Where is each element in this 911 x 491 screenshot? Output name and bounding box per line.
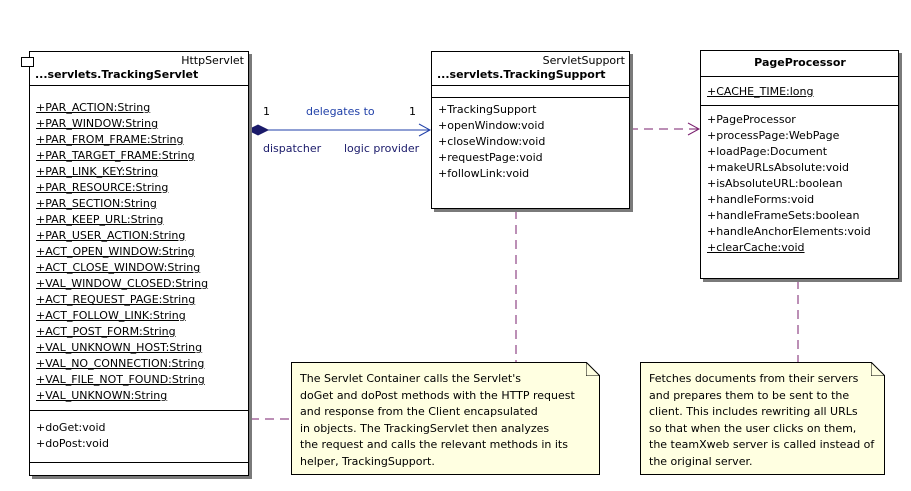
operation: +isAbsoluteURL:boolean: [707, 177, 843, 190]
note-line: the original server.: [649, 454, 753, 468]
attribute: +ACT_FOLLOW_LINK:String: [36, 309, 186, 322]
multiplicity-left: 1: [263, 105, 270, 118]
attribute: +PAR_LINK_KEY:String: [36, 165, 159, 178]
operation: +handleFrameSets:boolean: [707, 209, 860, 222]
operations-section: +doGet:void +doPost:void: [30, 410, 248, 462]
attribute: +PAR_FROM_FRAME:String: [36, 133, 184, 146]
composition-diamond: [246, 124, 270, 136]
class-tracking-servlet[interactable]: HttpServlet ...servlets.TrackingServlet …: [21, 51, 249, 476]
class-page-processor[interactable]: PageProcessor +CACHE_TIME:long +PageProc…: [700, 50, 899, 279]
operation: +requestPage:void: [438, 151, 543, 164]
attribute: +VAL_WINDOW_CLOSED:String: [36, 277, 209, 290]
package-tab-icon: [21, 57, 34, 67]
operation: +handleForms:void: [707, 193, 815, 206]
attributes-section: +PAR_ACTION:String +PAR_WINDOW:String +P…: [30, 85, 248, 410]
empty-section: [30, 462, 248, 463]
note-page-processor[interactable]: Fetches documents from their servers and…: [640, 362, 885, 475]
note-line: the teamXweb server is called instead of: [649, 438, 875, 451]
attribute: +PAR_TARGET_FRAME:String: [36, 149, 195, 162]
role-logic-provider: logic provider: [344, 142, 420, 155]
operation: +loadPage:Document: [707, 145, 828, 158]
attribute: +PAR_USER_ACTION:String: [36, 229, 186, 242]
operation: +closeWindow:void: [438, 135, 546, 148]
class-name: ...servlets.TrackingSupport: [437, 68, 606, 81]
attribute: +ACT_POST_FORM:String: [36, 325, 176, 338]
note-line: helper, TrackingSupport.: [300, 454, 435, 468]
attribute: +PAR_ACTION:String: [36, 101, 151, 114]
attribute: +PAR_WINDOW:String: [36, 117, 159, 130]
dependency-arrow: [687, 122, 701, 136]
note-line: the request and calls the relevant metho…: [300, 438, 568, 451]
note-line: Fetches documents from their servers: [649, 372, 859, 385]
operations-section: +TrackingSupport +openWindow:void +close…: [432, 97, 629, 188]
operation: +openWindow:void: [438, 119, 545, 132]
attribute: +VAL_FILE_NOT_FOUND:String: [36, 373, 205, 386]
operations-section: +PageProcessor +processPage:WebPage +loa…: [701, 105, 898, 262]
operation: +TrackingSupport: [438, 103, 537, 116]
attribute: +PAR_RESOURCE:String: [36, 181, 169, 194]
operation: +doPost:void: [36, 437, 109, 450]
note-line: in objects. The TrackingServlet then ana…: [300, 421, 550, 435]
note-line: doGet and doPost methods with the HTTP r…: [300, 388, 575, 402]
operation: +doGet:void: [36, 421, 106, 434]
note-servlet-container[interactable]: The Servlet Container calls the Servlet'…: [291, 362, 600, 475]
note-line: and response from the Client encapsulate…: [300, 405, 538, 418]
navigability-arrow: [418, 123, 432, 137]
class-tracking-support[interactable]: ServletSupport ...servlets.TrackingSuppo…: [431, 51, 630, 209]
operation: +clearCache:void: [707, 241, 805, 254]
attribute: +CACHE_TIME:long: [707, 85, 814, 98]
operation: +processPage:WebPage: [707, 129, 840, 142]
role-dispatcher: dispatcher: [263, 142, 322, 155]
note-line: client. This includes rewriting all URLs: [649, 405, 858, 418]
class-name: ...servlets.TrackingServlet: [35, 68, 199, 81]
class-stereotype: ServletSupport: [542, 54, 625, 67]
note-corner-fold: [586, 362, 600, 376]
attribute: +PAR_KEEP_URL:String: [36, 213, 164, 226]
class-stereotype: HttpServlet: [181, 54, 244, 67]
attribute: +VAL_UNKNOWN:String: [36, 389, 168, 402]
note-corner-fold: [871, 362, 885, 376]
attributes-section: +CACHE_TIME:long: [701, 76, 898, 105]
attribute: +ACT_OPEN_WINDOW:String: [36, 245, 195, 258]
note-line: so that when the user clicks on them,: [649, 421, 857, 435]
attribute: +ACT_REQUEST_PAGE:String: [36, 293, 196, 306]
note-line: and prepares them to be sent to the: [649, 388, 850, 402]
note-line: The Servlet Container calls the Servlet'…: [300, 372, 521, 385]
attribute: +PAR_SECTION:String: [36, 197, 157, 210]
operation: +handleAnchorElements:void: [707, 225, 871, 238]
operation: +followLink:void: [438, 167, 530, 180]
attribute: +VAL_UNKNOWN_HOST:String: [36, 341, 203, 354]
operation: +PageProcessor: [707, 113, 796, 126]
attribute: +VAL_NO_CONNECTION:String: [36, 357, 205, 370]
operation: +makeURLsAbsolute:void: [707, 161, 850, 174]
attributes-section: [432, 85, 629, 97]
multiplicity-right: 1: [409, 105, 416, 118]
attribute: +ACT_CLOSE_WINDOW:String: [36, 261, 201, 274]
association-name: delegates to: [306, 105, 375, 118]
class-name: PageProcessor: [754, 56, 846, 69]
